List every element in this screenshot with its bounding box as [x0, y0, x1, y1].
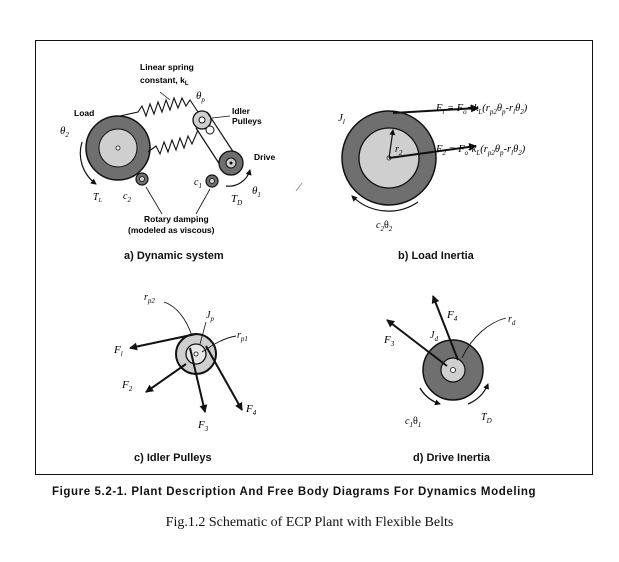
rp2-leader [163, 301, 193, 337]
sub-caption: Fig.1.2 Schematic of ECP Plant with Flex… [165, 515, 454, 530]
jl-label: Jl [338, 112, 345, 126]
spring-label-line2: constant, kL [140, 75, 189, 87]
rd-label: rd [508, 314, 516, 327]
damper-c2-core [139, 176, 145, 182]
damping-leader-left [145, 186, 163, 215]
idler-force-f1 [129, 333, 197, 351]
damping-label-line1: Rotary damping [144, 214, 209, 224]
tau-l-label: TL [93, 192, 103, 204]
idler-force-f2 [145, 363, 187, 393]
drive-torque-arc-d [467, 383, 489, 405]
stray-mark [295, 182, 303, 192]
upper-spring [119, 96, 199, 118]
spring-leader [159, 91, 171, 101]
panel-a-dynamic-system: Linear spring constant, kL θp Idler Pull… [60, 62, 276, 235]
r2-label: r2 [395, 144, 403, 157]
panel-d-drive-inertia: F4 rd F3 Jd c1θ1 TD [383, 295, 516, 429]
idler-f2-label: F2 [121, 379, 133, 393]
idler-f4-label: F4 [245, 403, 257, 417]
drive-force-f3 [386, 319, 448, 367]
load-damping-arc [351, 195, 419, 212]
idler-leader [211, 115, 231, 119]
belt-lower-drive [195, 127, 223, 169]
jp-leader [199, 321, 207, 345]
f2-equation: F2 = Fo-kL(rp2θp-rlθ2) [435, 144, 526, 157]
drive-f4-label: F4 [446, 309, 458, 323]
theta-2-label: θ2 [60, 125, 69, 139]
drive-inertia-hub [450, 367, 456, 373]
load-torque-arc [79, 141, 97, 185]
jd-label: Jd [430, 330, 438, 343]
idler-pulley-upper-hub [198, 116, 206, 124]
idler-force-f4 [205, 345, 243, 411]
panel-c-caption: c) Idler Pulleys [134, 452, 212, 464]
force-f2-arrow [388, 142, 477, 159]
load-hub [115, 145, 121, 151]
rp2-label: rp2 [144, 292, 155, 305]
damping-label-line2: (modeled as viscous) [128, 225, 215, 235]
idler-label-line1: Idler [232, 106, 251, 116]
drive-damping-label: c1θ1 [405, 416, 421, 429]
r2-radius-line [388, 129, 396, 159]
idler-f1-label: Fl [113, 344, 123, 358]
figure-caption: Figure 5.2-1. Plant Description And Free… [52, 486, 537, 498]
load-label: Load [74, 108, 94, 118]
jp-label: Jp [206, 310, 214, 323]
c1-label: c1 [194, 177, 202, 190]
belt-upper-drive [206, 111, 237, 157]
drive-f3-label: F3 [383, 334, 395, 348]
damper-c1-core [209, 178, 215, 184]
rd-leader [461, 317, 507, 359]
panel-d-caption: d) Drive Inertia [413, 452, 491, 464]
theta-p-label: θp [196, 90, 205, 104]
idler-pulley-lower [205, 125, 215, 135]
drive-force-f4 [431, 295, 459, 361]
panel-b-caption: b) Load Inertia [398, 250, 474, 262]
drive-torque-arc [225, 169, 252, 187]
idler-label-line2: Pulleys [232, 116, 262, 126]
force-f1-arrow [392, 104, 479, 114]
idler-pulley-hub [193, 351, 199, 357]
figure-frame [35, 40, 593, 475]
idler-f3-label: F3 [197, 419, 209, 433]
drive-td-label: TD [481, 412, 492, 425]
panel-c-idler-pulleys: rp2 Jp rp1 Fl F2 F3 F4 [113, 292, 257, 433]
lower-spring [147, 129, 199, 156]
tau-d-label: TD [231, 193, 242, 207]
theta-1-label: θ1 [252, 185, 261, 199]
drive-damping-arc [419, 387, 441, 406]
spring-label-line1: Linear spring [140, 62, 194, 72]
drive-label: Drive [254, 152, 276, 162]
panel-b-load-inertia: Jl r2 Fl = Fo+kL(rp2θp-rlθ2) F2 = Fo-kL(… [338, 103, 528, 233]
rp1-leader [201, 335, 237, 353]
rp1-label: rp1 [237, 330, 248, 343]
load-damping-label: c2θ2 [376, 220, 393, 233]
drive-hub [229, 161, 233, 165]
f1-equation: Fl = Fo+kL(rp2θp-rlθ2) [435, 103, 528, 116]
panel-a-caption: a) Dynamic system [124, 250, 224, 262]
c2-label: c2 [123, 191, 131, 204]
idler-force-f3 [189, 347, 208, 413]
damping-leader-right [195, 188, 211, 215]
